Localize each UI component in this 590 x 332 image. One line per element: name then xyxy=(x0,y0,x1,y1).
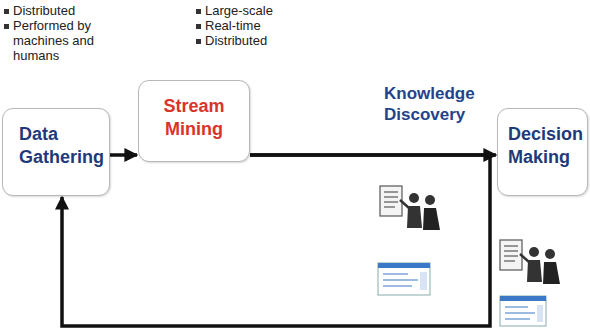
connector-layer xyxy=(62,155,496,326)
bullet-text: Distributed xyxy=(13,3,75,18)
bullet-item: Performed by machines and humans xyxy=(4,19,140,64)
bullet-square xyxy=(4,24,9,29)
edge-label: Knowledge Discovery xyxy=(384,83,476,126)
people-at-board-icon xyxy=(380,186,440,230)
bullet-item: Real-time xyxy=(196,19,306,34)
box-title: Data Gathering xyxy=(19,123,101,170)
bullet-text: Distributed xyxy=(205,33,267,48)
box-title: Decision Making xyxy=(508,123,583,170)
screen-icon xyxy=(500,296,546,326)
bullet-text: Performed by machines and humans xyxy=(13,18,94,63)
bullet-square xyxy=(196,39,201,44)
bullet-text: Real-time xyxy=(205,18,261,33)
process-box: Decision Making xyxy=(497,108,588,196)
screen-icon xyxy=(378,263,430,295)
bullet-item: Distributed xyxy=(4,4,140,19)
process-box: Data Gathering xyxy=(2,108,110,196)
bullet-square xyxy=(196,24,201,29)
bullet-square xyxy=(4,9,9,14)
bullet-list: Large-scaleReal-timeDistributed xyxy=(196,4,306,49)
flow-arrow xyxy=(62,155,490,326)
bullet-list: DistributedPerformed by machines and hum… xyxy=(4,4,140,64)
bullet-item: Large-scale xyxy=(196,4,306,19)
bullet-square xyxy=(196,9,201,14)
process-box: Stream Mining xyxy=(138,80,250,162)
box-title: Stream Mining xyxy=(145,95,243,142)
flow-arrow xyxy=(110,153,137,157)
bullet-item: Distributed xyxy=(196,34,306,49)
people-at-board-icon xyxy=(500,240,560,284)
bullet-text: Large-scale xyxy=(205,3,273,18)
